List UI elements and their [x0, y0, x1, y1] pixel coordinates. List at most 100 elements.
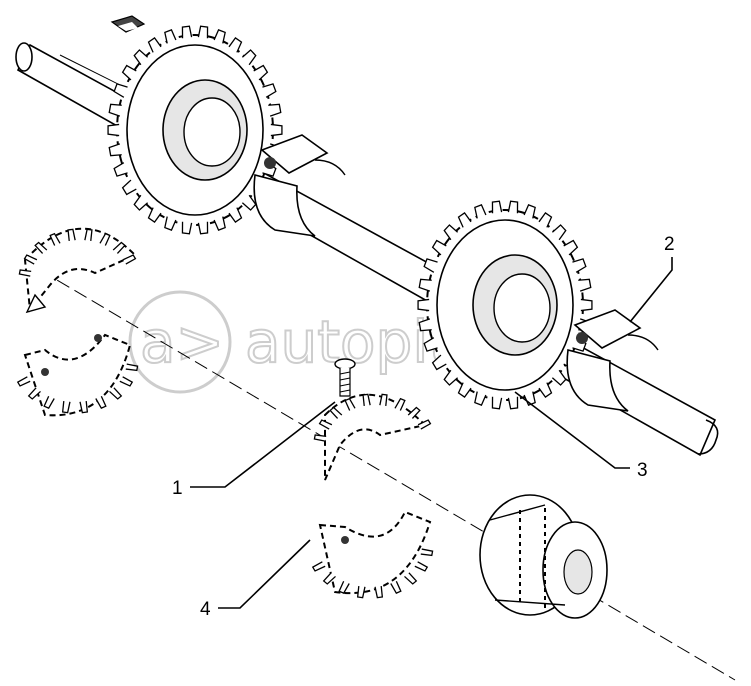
sprocket-tooth	[125, 363, 139, 372]
sprocket-tooth	[133, 49, 149, 66]
leader-3	[514, 391, 630, 469]
sprocket-tooth	[551, 224, 567, 241]
callout-leaders	[190, 257, 673, 609]
sprocket-tooth	[197, 221, 209, 235]
sprocket-tooth	[109, 387, 123, 400]
sprocket-tooth	[121, 64, 137, 81]
sprocket-tooth	[241, 49, 257, 66]
sprocket-tooth	[443, 369, 459, 386]
upper-sprocket	[107, 25, 283, 235]
sprocket-tooth	[407, 406, 421, 419]
sprocket-tooth	[313, 434, 327, 442]
sprocket-tooth	[523, 204, 536, 219]
sprocket-tooth	[491, 200, 503, 214]
sprocket-tooth	[84, 228, 93, 242]
sprocket-tooth	[423, 337, 438, 352]
sprocket-tooth	[108, 143, 122, 157]
sprocket-tooth	[474, 391, 487, 406]
sprocket-tooth	[213, 216, 226, 231]
sprocket-tooth	[374, 585, 384, 599]
sprocket-tooth	[262, 83, 277, 98]
sprocket-tooth	[119, 376, 134, 387]
sprocket-tooth	[538, 382, 553, 398]
callout-4: 4	[200, 599, 211, 620]
leader-1	[190, 401, 336, 488]
sprocket-half-lower-left	[16, 333, 139, 417]
sprocket-tooth	[34, 241, 48, 254]
sprocket-tooth	[417, 298, 430, 312]
sprocket-tooth	[228, 37, 243, 53]
sprocket-tooth	[322, 572, 336, 585]
watermark-logo-circle	[128, 290, 232, 394]
sprocket-tooth	[551, 369, 567, 386]
sprocket-tooth	[311, 561, 326, 572]
sprocket-tooth	[112, 241, 126, 254]
sprocket-half-center-bottom	[311, 510, 434, 599]
watermark-logo-glyph: a>	[140, 308, 224, 376]
sprocket-tooth	[61, 400, 71, 414]
lower-sprocket	[417, 200, 593, 410]
sprocket-tooth	[491, 396, 503, 410]
sprocket-tooth	[431, 354, 447, 371]
sprocket-tooth	[241, 194, 257, 211]
sprocket-tooth	[113, 83, 128, 98]
sprocket-tooth	[18, 269, 32, 277]
sprocket-tooth	[49, 232, 61, 246]
sprocket-tooth	[164, 29, 177, 44]
sprocket-tooth	[147, 207, 162, 223]
sprocket-tooth	[133, 194, 149, 211]
sprocket-tooth	[507, 396, 519, 410]
sprocket-tooth	[122, 254, 137, 265]
sprocket-tooth	[338, 580, 350, 594]
sprocket-tooth	[344, 397, 356, 411]
sprocket-tooth	[108, 103, 122, 117]
sprocket-tooth	[43, 395, 55, 409]
sprocket-tooth	[121, 179, 137, 196]
sprocket-tooth	[457, 382, 472, 398]
sprocket-tooth	[95, 395, 107, 409]
sprocket-tooth	[404, 572, 418, 585]
sprocket-tooth	[563, 239, 579, 256]
key	[110, 15, 146, 33]
sprocket-tooth	[147, 37, 162, 53]
sprocket-tooth	[443, 224, 459, 241]
sprocket-tooth	[79, 400, 89, 414]
sprocket-tooth	[197, 25, 209, 39]
sprocket-tooth	[99, 232, 111, 246]
sprocket-tooth	[113, 162, 128, 177]
sprocket-tooth	[507, 200, 519, 214]
callout-2: 2	[664, 234, 675, 255]
callout-3: 3	[637, 460, 648, 481]
sprocket-tooth	[390, 580, 402, 594]
sprocket-tooth	[394, 397, 406, 411]
sprocket-tooth	[379, 393, 388, 407]
sprocket-tooth	[356, 585, 366, 599]
sprocket-tooth	[16, 376, 31, 387]
sprocket-tooth	[423, 258, 438, 273]
sprocket-tooth	[228, 207, 243, 223]
sprocket-tooth	[213, 29, 226, 44]
callout-1: 1	[172, 478, 183, 499]
sprocket-tooth	[268, 103, 282, 117]
sprocket-tooth	[23, 254, 38, 265]
leader-4	[218, 539, 311, 609]
assembly-axis	[39, 269, 736, 681]
sprocket-tooth	[418, 318, 432, 332]
sprocket-tooth	[181, 221, 193, 235]
sprocket-tooth	[538, 212, 553, 228]
sprocket-tooth	[181, 25, 193, 39]
sprocket-tooth	[431, 239, 447, 256]
screw	[334, 358, 356, 397]
sprocket-tooth	[362, 393, 371, 407]
upper-clamp-bearing	[253, 134, 346, 237]
sprocket-tooth	[67, 228, 76, 242]
sprocket-tooth	[420, 548, 434, 557]
sprocket-tooth	[418, 278, 432, 292]
sprocket-half-upper-left	[18, 227, 137, 314]
sprocket-tooth	[318, 419, 333, 430]
sprocket-tooth	[107, 123, 120, 137]
sprocket-tooth	[580, 298, 593, 312]
sprocket-tooth	[253, 64, 269, 81]
sprocket-tooth	[27, 387, 41, 400]
